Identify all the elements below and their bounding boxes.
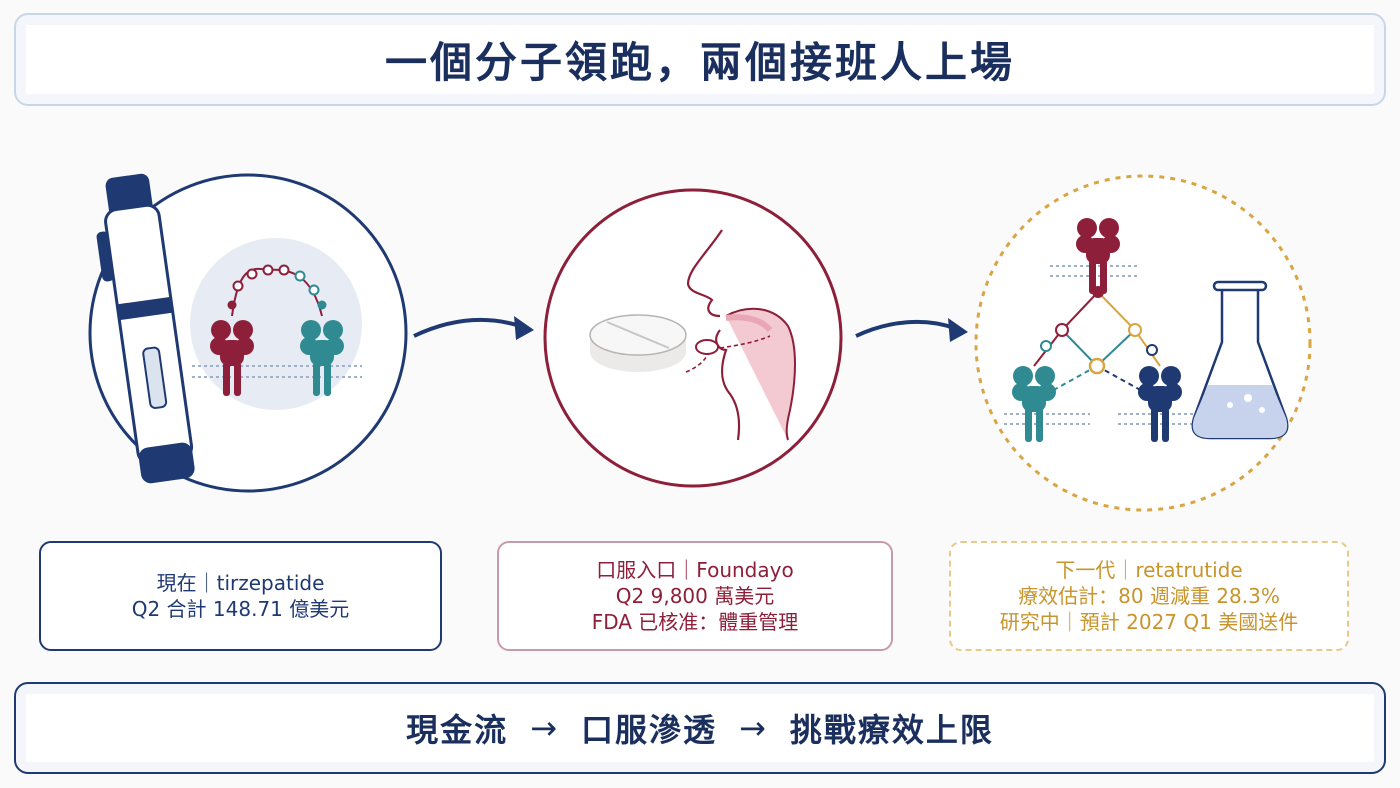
card-nextgen-line-2: 療效估計：80 週減重 28.3% — [1018, 584, 1280, 608]
card-nextgen: 下一代｜retatrutide 療效估計：80 週減重 28.3% 研究中｜預計… — [949, 541, 1349, 651]
flow-arrow-1 — [413, 318, 521, 338]
face-profile-icon — [685, 229, 797, 441]
flask-icon — [1191, 280, 1289, 440]
summary-step-2: 口服滲透 — [580, 711, 717, 749]
card-current: 現在｜tirzepatide Q2 合計 148.71 億美元 — [39, 541, 442, 651]
card-oral-line-2: Q2 9,800 萬美元 — [615, 584, 775, 608]
card-oral-line-3: FDA 已核准：體重管理 — [591, 610, 799, 634]
panel3-bead — [1055, 323, 1069, 337]
summary-step-1: 現金流 — [406, 711, 509, 749]
arrow-right-icon: → — [739, 709, 768, 747]
panel3-bead — [1092, 286, 1104, 298]
injection-pen-icon — [96, 173, 195, 484]
page-title: 一個分子領跑，兩個接班人上場 — [384, 38, 1015, 87]
panel-oral — [543, 188, 843, 488]
panel3-bead — [1128, 323, 1142, 337]
tablet-icon — [589, 314, 687, 372]
panel1-bead — [308, 284, 320, 296]
panel3-bead — [1040, 340, 1052, 352]
panel1-bead — [227, 300, 237, 310]
panel2-circle — [543, 188, 843, 488]
flow-arrow-2-head — [948, 318, 968, 342]
summary-step-3: 挑戰療效上限 — [789, 711, 994, 749]
card-nextgen-line-1: 下一代｜retatrutide — [1055, 558, 1243, 582]
panel-injection — [88, 173, 408, 493]
flow-arrow-2 — [855, 319, 955, 338]
panel1-bead — [278, 264, 290, 276]
panel1-bead — [246, 268, 258, 280]
card-nextgen-line-3: 研究中｜預計 2027 Q1 美國送件 — [999, 610, 1299, 634]
card-current-line-1: 現在｜tirzepatide — [156, 571, 325, 595]
card-oral: 口服入口｜Foundayo Q2 9,800 萬美元 FDA 已核准：體重管理 — [497, 541, 893, 651]
panel3-bead — [1088, 357, 1106, 375]
flow-arrow-1-head — [514, 316, 534, 340]
summary-bar: 現金流 → 口服滲透 → 挑戰療效上限 — [14, 682, 1386, 774]
panel1-bead — [232, 280, 244, 292]
panel1-bead — [262, 264, 274, 276]
title-bar: 一個分子領跑，兩個接班人上場 — [14, 13, 1386, 106]
panel3-bead — [1146, 344, 1158, 356]
panel-nextgen — [974, 174, 1312, 512]
panel1-bead — [317, 300, 327, 310]
card-oral-line-1: 口服入口｜Foundayo — [596, 558, 794, 582]
card-current-line-2: Q2 合計 148.71 億美元 — [131, 597, 350, 621]
arrow-right-icon: → — [530, 709, 559, 747]
panel1-bead — [294, 270, 306, 282]
